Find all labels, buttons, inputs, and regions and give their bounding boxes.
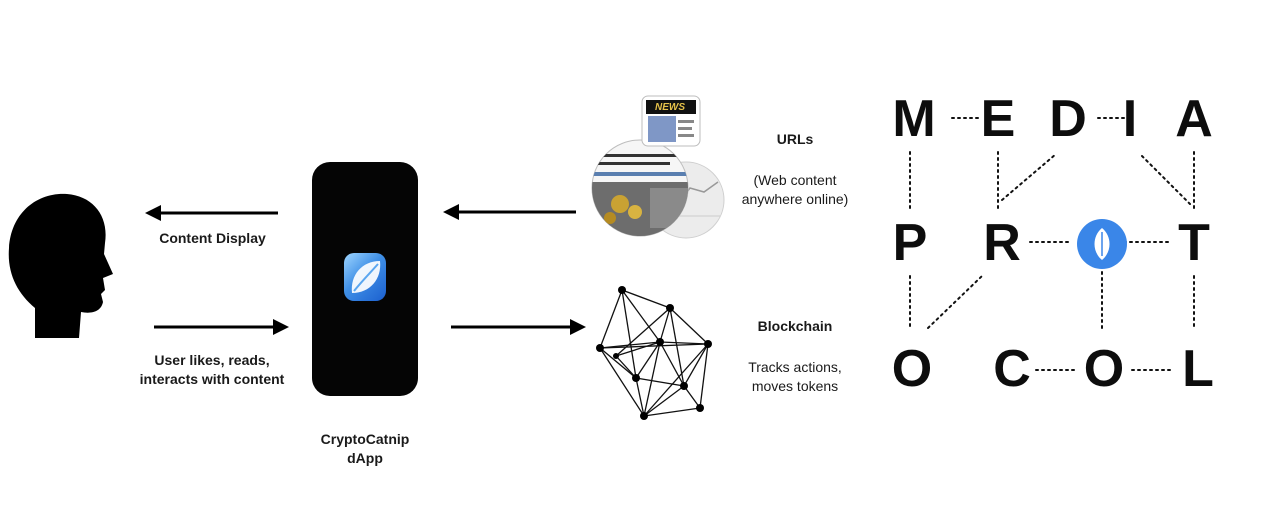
urls-description: (Web content anywhere online) (730, 171, 860, 209)
user-action-line1: User likes, reads, (154, 352, 270, 368)
logo-letter-i: I (1122, 90, 1138, 148)
logo-letter-r: R (983, 214, 1021, 272)
arrow-to-blockchain (451, 319, 586, 335)
user-action-label: User likes, reads, interacts with conten… (132, 351, 292, 389)
logo-letter-o1: O (891, 340, 933, 398)
logo-letter-e: E (980, 90, 1016, 148)
arrow-from-urls (443, 204, 576, 220)
urls-desc-line1: (Web content (753, 172, 837, 188)
logo-letter-o2: O (1083, 340, 1125, 398)
leaf-app-icon (344, 253, 386, 301)
blockchain-desc-line1: Tracks actions, (748, 359, 842, 375)
blockchain-description: Tracks actions, moves tokens (730, 358, 860, 396)
blockchain-desc-line2: moves tokens (751, 378, 839, 394)
user-head-icon (8, 193, 113, 338)
urls-title: URLs (776, 131, 814, 147)
news-badge: NEWS (655, 102, 685, 113)
logo-letter-t: T (1178, 214, 1210, 272)
logo-letter-c: C (993, 340, 1031, 398)
logo-letter-m: M (892, 90, 936, 148)
blockchain-network-icon (596, 286, 712, 420)
arrow-to-dapp (154, 319, 289, 335)
content-display-label: Content Display (159, 230, 266, 246)
dapp-label-line1: CryptoCatnip (320, 431, 410, 447)
dapp-label: CryptoCatnip dApp (300, 430, 430, 468)
dapp-phone (312, 162, 418, 396)
user-action-line2: interacts with content (139, 371, 285, 387)
urls-desc-line2: anywhere online) (741, 191, 849, 207)
logo-connector-lines (909, 117, 1195, 371)
dapp-label-line2: dApp (347, 450, 383, 466)
arrow-to-user (145, 205, 278, 221)
blockchain-title: Blockchain (757, 318, 833, 334)
logo-letter-p: P (892, 214, 928, 272)
logo-letter-a: A (1175, 90, 1213, 148)
logo-letter-d: D (1049, 90, 1087, 148)
leaf-circle-icon (1077, 219, 1127, 269)
web-content-collage-icon (591, 95, 725, 239)
logo-letter-l: L (1182, 340, 1214, 398)
